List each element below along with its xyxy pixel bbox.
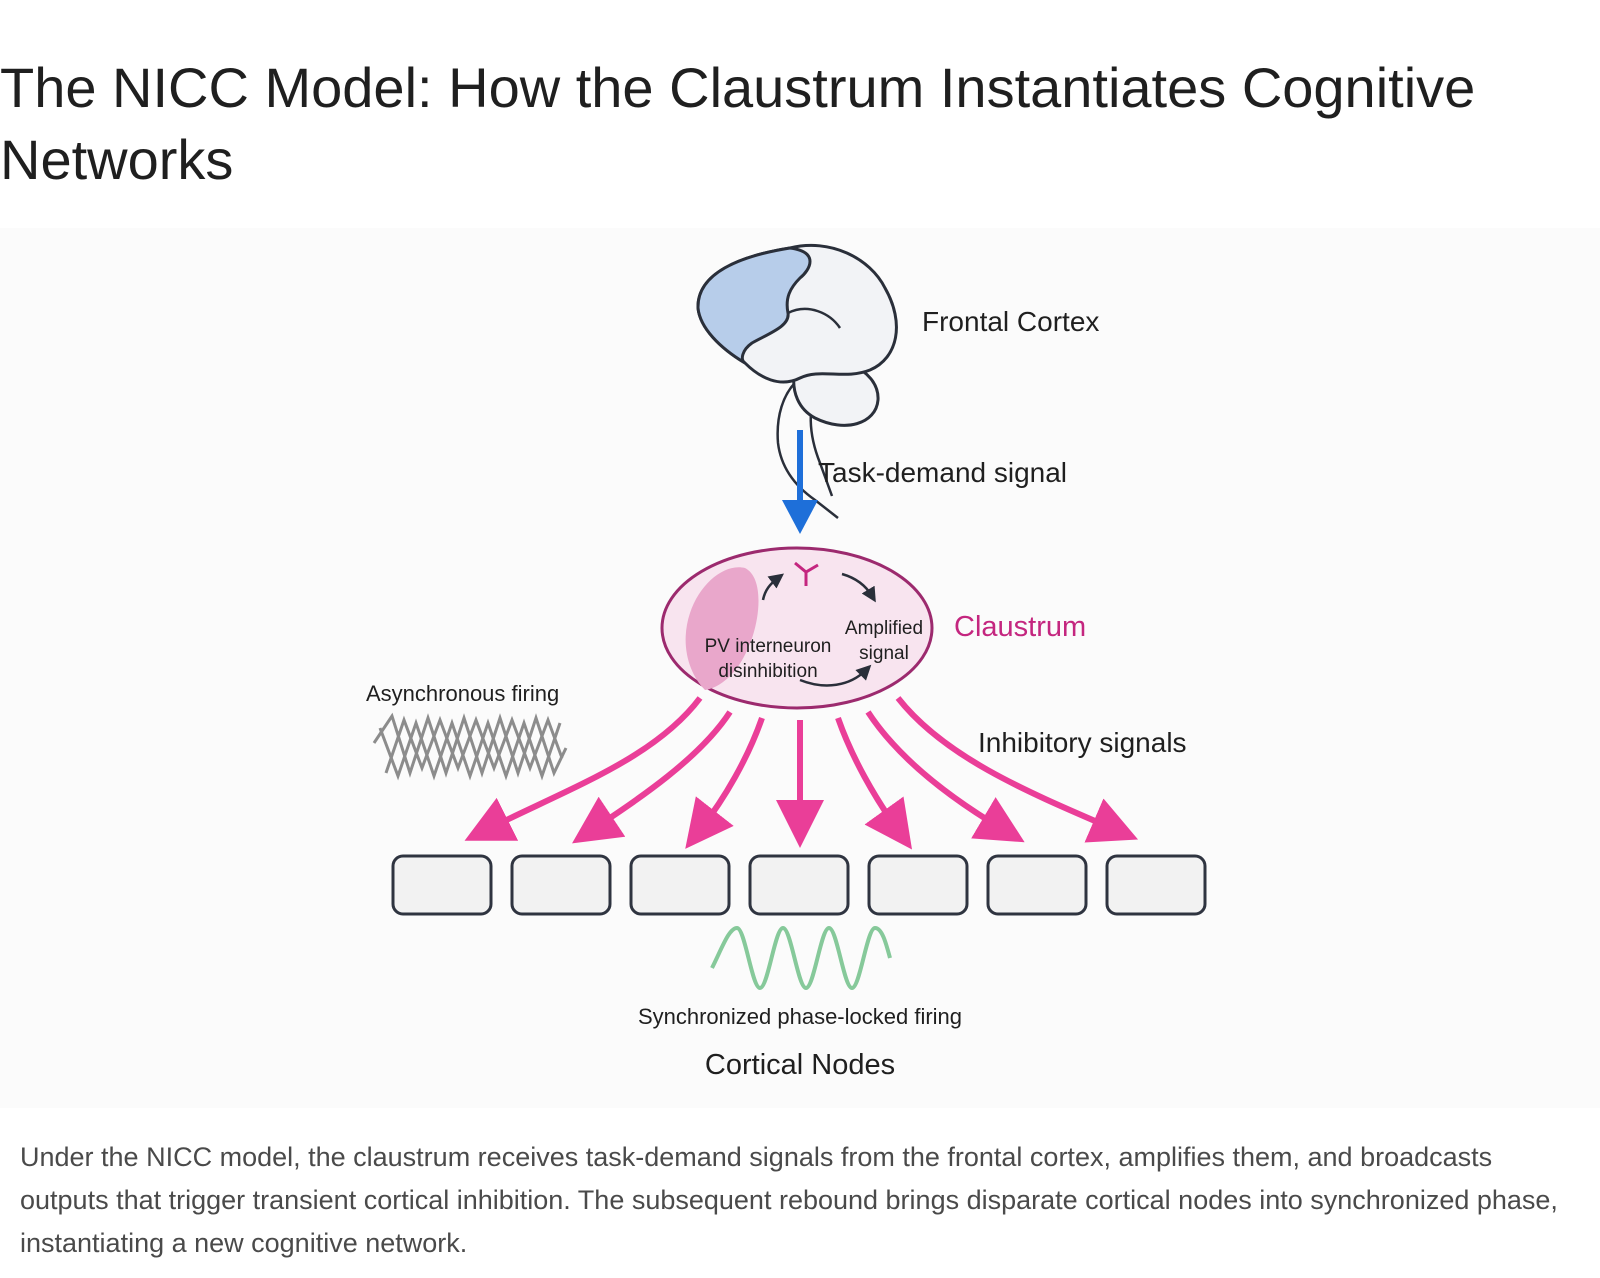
async-firing-label: Asynchronous firing [366, 681, 559, 706]
cortical-node [986, 854, 1088, 916]
figure-caption: Under the NICC model, the claustrum rece… [20, 1142, 1558, 1258]
inhibitory-arrow-7 [895, 696, 1139, 843]
cycle-arrow-bottom [799, 664, 872, 687]
cortical-node [1105, 854, 1207, 916]
inhibitory-arrows [464, 696, 1139, 850]
brain-sulcus [787, 307, 842, 329]
page-title: The NICC Model: How the Claustrum Instan… [0, 56, 1476, 191]
cycle-arrow-right [841, 572, 876, 603]
claustrum-ellipse-icon [660, 546, 934, 710]
task-demand-arrow-head [782, 500, 818, 534]
pv-label-line2: disinhibition [718, 661, 817, 682]
claustrum-label: Claustrum [954, 611, 1086, 643]
cortical-node [748, 854, 850, 916]
inhibitory-arrow-3 [685, 717, 765, 849]
cortical-nodes-row [391, 854, 1207, 916]
sync-wave-icon [710, 925, 892, 991]
amplified-label-line1: Amplified [845, 618, 923, 639]
async-wave-1 [372, 712, 568, 778]
frontal-lobe [696, 246, 812, 365]
inhibitory-signals-label: Inhibitory signals [978, 727, 1187, 758]
cortical-node [867, 854, 969, 916]
brain-stem [776, 377, 839, 519]
cortical-node [629, 854, 731, 916]
amplified-label-line2: signal [859, 643, 909, 664]
brain-icon [696, 243, 898, 519]
pv-region [685, 567, 759, 690]
async-wave-icon [372, 712, 568, 781]
cortical-nodes-label: Cortical Nodes [705, 1049, 895, 1081]
cortical-node [391, 854, 493, 916]
inhibitory-arrow-1 [464, 696, 703, 841]
inhibitory-arrow-6 [865, 710, 1025, 843]
cycle-arrow-left [761, 573, 784, 601]
inhibitory-arrow-5 [835, 717, 913, 850]
cortical-node [510, 854, 612, 916]
task-demand-label: Task-demand signal [818, 457, 1067, 488]
async-wave-2 [378, 718, 562, 781]
nicc-figure: Frontal Cortex Task-demand signal PV int… [0, 228, 1600, 1108]
sync-firing-label: Synchronized phase-locked firing [638, 1004, 962, 1029]
inhibitory-arrow-2 [572, 710, 733, 844]
pv-label-line1: PV interneuron [705, 636, 832, 657]
frontal-cortex-label: Frontal Cortex [922, 306, 1099, 337]
synapse-icon [794, 561, 819, 586]
async-wave-3 [384, 715, 564, 774]
down-arrow-icon [782, 430, 818, 534]
nicc-diagram: Frontal Cortex Task-demand signal PV int… [366, 243, 1207, 1081]
